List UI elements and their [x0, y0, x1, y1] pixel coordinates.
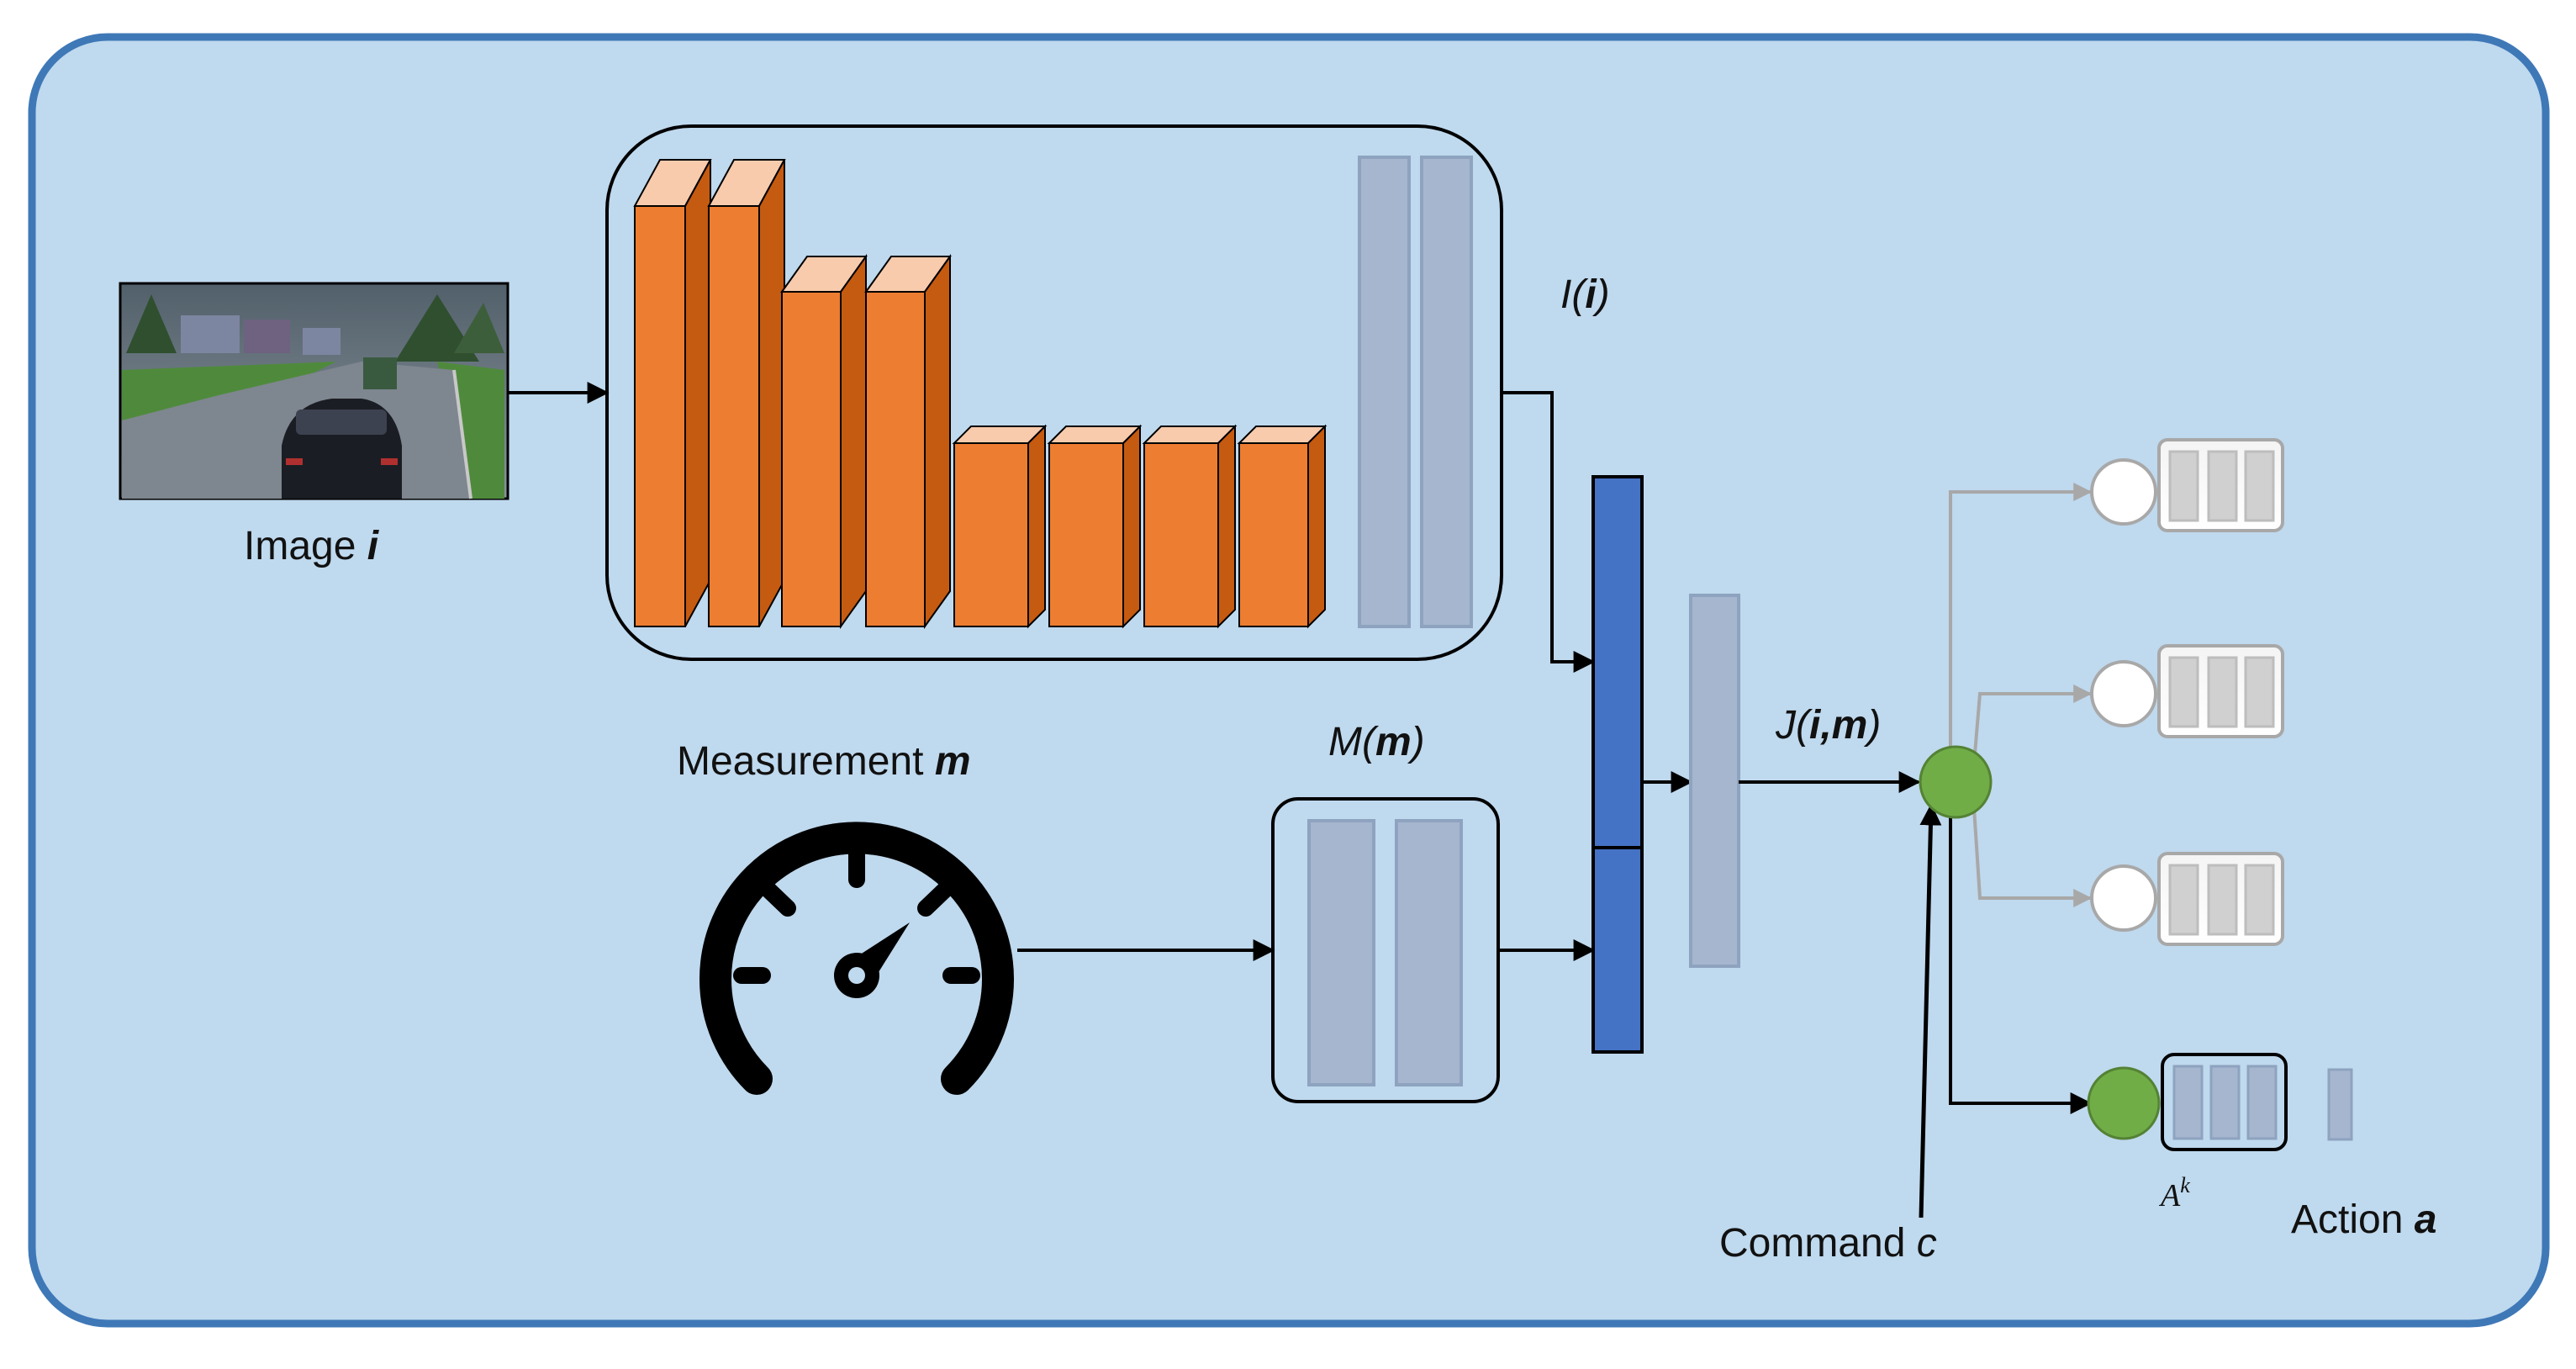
- action-label: Action a: [2291, 1197, 2436, 1242]
- fc-layer: [1307, 819, 1375, 1086]
- conv-layer: [707, 159, 786, 627]
- branch-label: Ak: [2158, 1173, 2190, 1213]
- conv-layer: [952, 424, 1048, 629]
- input-image: [119, 282, 509, 500]
- conv-layer: [1142, 424, 1238, 629]
- speedometer-icon: [699, 822, 1014, 1095]
- command-switch-node: [1919, 745, 1993, 819]
- joint-feature-label: J(i,m): [1775, 703, 1881, 748]
- inactive-branch-lines: [1949, 483, 2093, 907]
- image-label: Image i: [244, 524, 380, 568]
- arrow-command-to-switch: [1919, 803, 1942, 1218]
- inactive-branch: [2090, 438, 2284, 532]
- conv-layers: [633, 159, 1328, 630]
- active-branch-line: [1949, 806, 2093, 1114]
- conv-layer: [1047, 424, 1143, 629]
- fc-layer: [1395, 819, 1463, 1086]
- action-output: [2327, 1068, 2353, 1141]
- conv-layer: [780, 253, 868, 630]
- measurement-feature-label: M(m): [1328, 720, 1425, 764]
- image-feature-label: I(i): [1560, 272, 1610, 317]
- active-branch: [2087, 1053, 2288, 1151]
- fc-layer: [1358, 156, 1411, 628]
- fusion-fc-layer: [1689, 594, 1740, 968]
- concatenated-vector: [1592, 475, 1644, 1054]
- arrow-image-feature-to-joint: [1502, 391, 1596, 673]
- conv-layer: [864, 253, 952, 630]
- conv-layer: [1237, 424, 1328, 629]
- inactive-branch: [2090, 852, 2284, 946]
- inactive-branch: [2090, 644, 2284, 738]
- measurement-label: Measurement m: [677, 739, 971, 784]
- command-label: Command c: [1719, 1221, 1937, 1266]
- fc-layer: [1420, 156, 1473, 628]
- conv-layer: [633, 159, 712, 627]
